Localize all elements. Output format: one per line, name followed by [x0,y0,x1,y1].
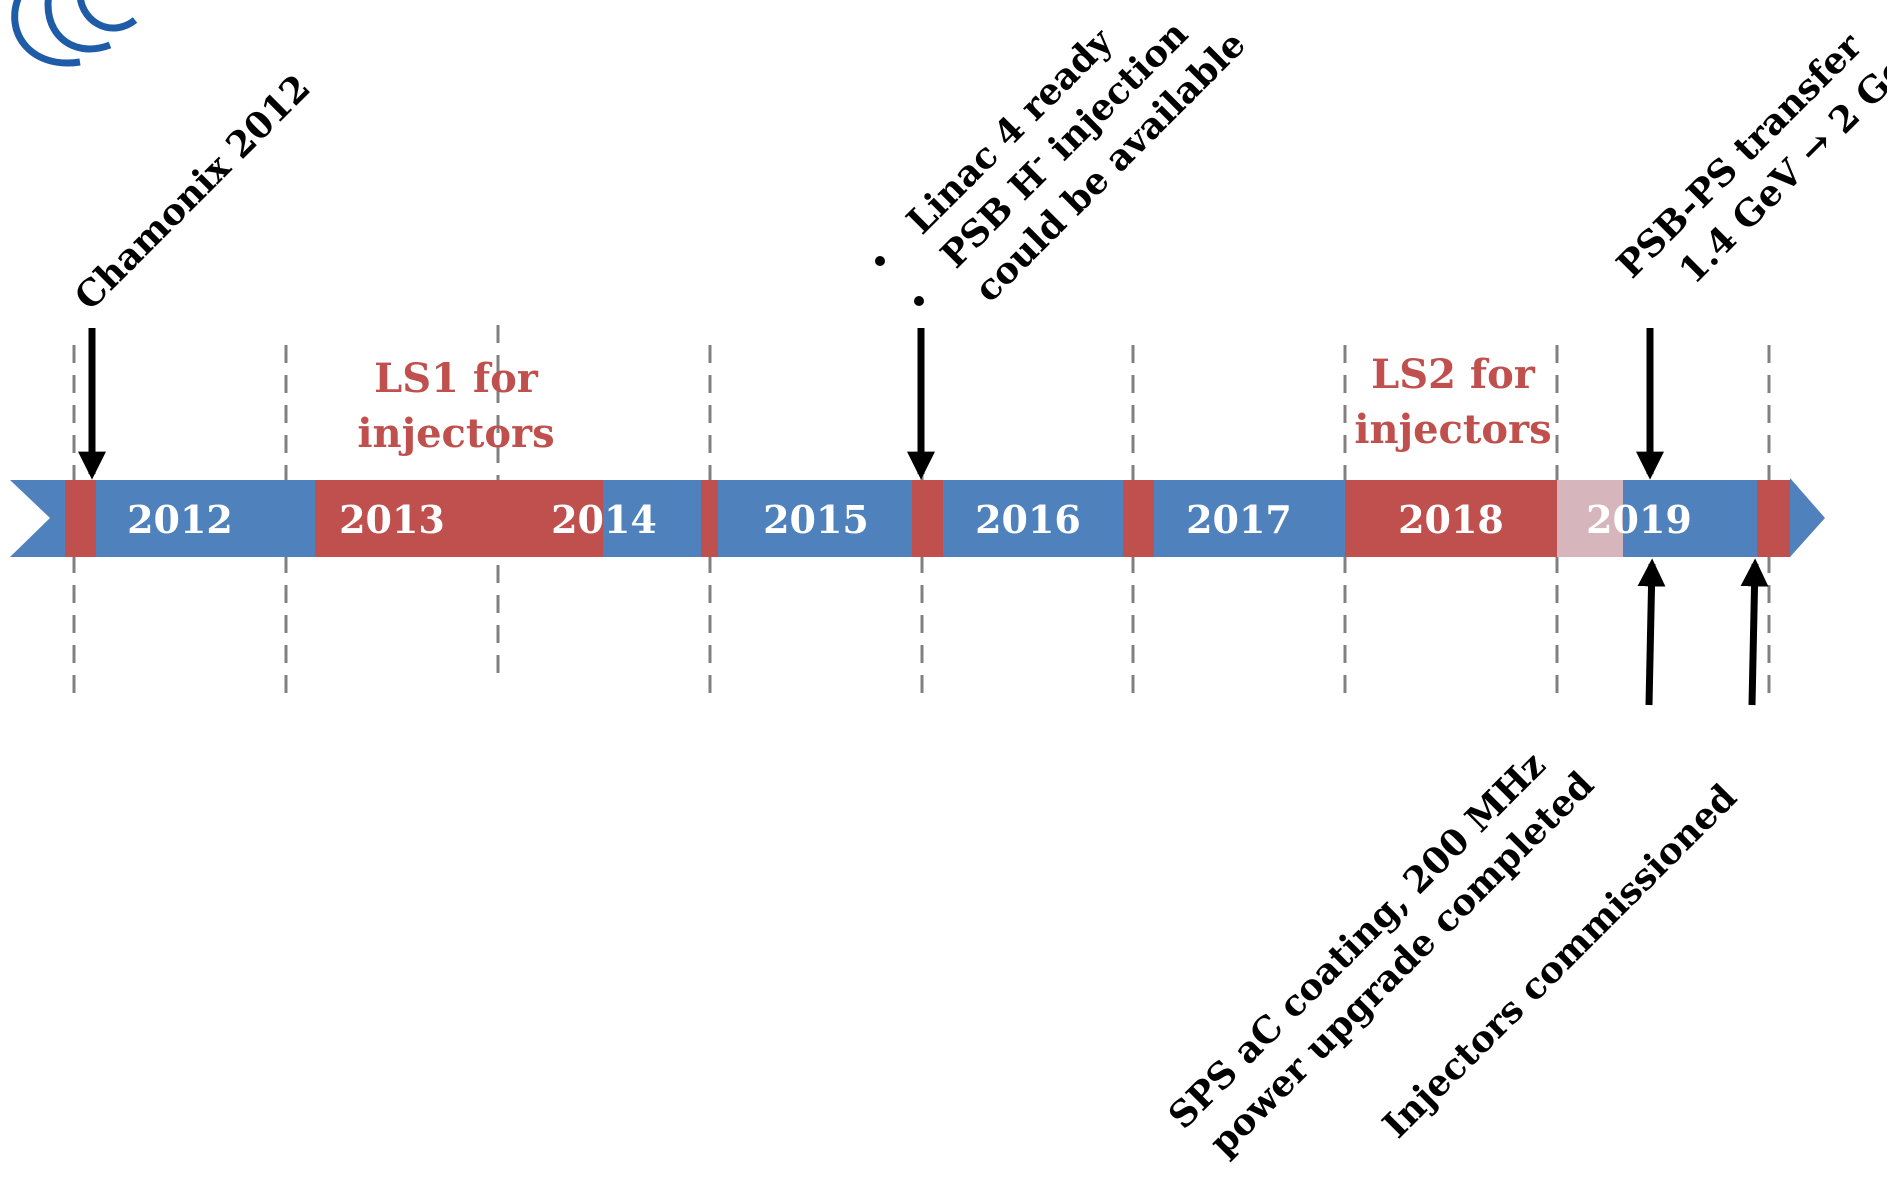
ls2-label-line1: LS2 for [1371,351,1536,398]
arrows [78,328,1769,706]
shutdown-block [1123,480,1154,557]
chamonix-text: Chamonix 2012 [67,66,319,318]
year-label: 2016 [975,497,1081,542]
psb-annotation: PSB-PS transfer 1.4 GeV → 2 GeV [1609,24,1887,292]
shutdown-block [1345,480,1557,557]
shutdown-block [65,480,96,557]
chamonix-annotation: Chamonix 2012 [67,66,319,318]
bullet-icon [875,256,885,266]
year-label: 2012 [127,497,233,542]
year-label: 2019 [1586,497,1692,542]
bullet-icon [914,296,924,306]
ls1-label-line1: LS1 for [374,355,539,402]
sps-arrow [1637,558,1666,706]
year-labels: 2012 2013 2014 2015 2016 2017 2018 2019 [127,497,1692,542]
year-label: 2014 [551,497,657,542]
sps-text-1: SPS aC coating, 200 MHz [1160,744,1553,1137]
shutdown-block [1757,480,1790,557]
shutdown-block [912,480,943,557]
year-label: 2013 [339,497,445,542]
pale-block [1557,480,1623,557]
ls2-label-line2: injectors [1354,406,1551,453]
ls1-label: LS1 for injectors [357,355,554,457]
year-label: 2018 [1398,497,1504,542]
shutdown-block [701,480,718,557]
timeline-band [10,478,1825,557]
injectors-arrow [1740,558,1769,706]
year-label: 2017 [1186,497,1292,542]
linac-annotation: Linac 4 ready PSB H- injection could be … [899,13,1254,311]
ls1-label-line2: injectors [357,410,554,457]
shutdown-block [315,480,603,557]
sps-annotation: SPS aC coating, 200 MHz power upgrade co… [1160,744,1602,1164]
logo-icon [11,0,138,67]
year-label: 2015 [763,497,869,542]
linac-text-3: could be available [967,23,1254,310]
ls2-label: LS2 for injectors [1354,351,1551,453]
